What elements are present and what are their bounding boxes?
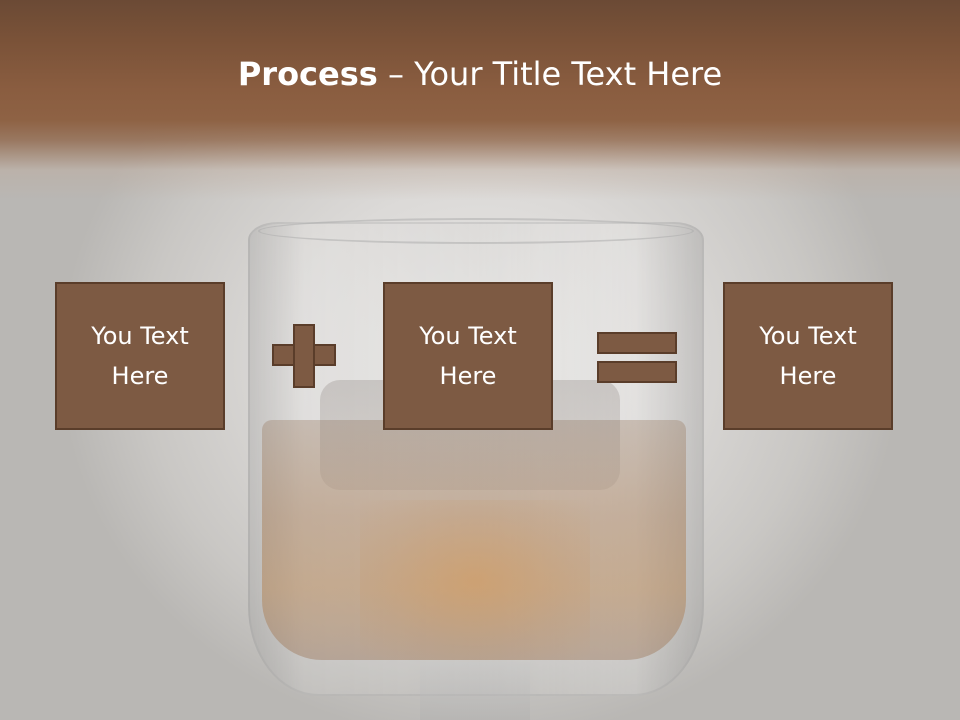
title-rest: – Your Title Text Here	[377, 55, 723, 93]
equals-icon-bottom-bar	[597, 361, 677, 383]
text-box-1[interactable]: You Text Here	[55, 282, 225, 430]
title-bold: Process	[237, 55, 378, 93]
text-box-1-label: You Text Here	[91, 322, 189, 390]
glass-rim	[258, 218, 694, 244]
text-box-2[interactable]: You Text Here	[383, 282, 553, 430]
whiskey-liquid	[262, 420, 686, 660]
equals-icon-top-bar	[597, 332, 677, 354]
text-box-2-label: You Text Here	[419, 322, 517, 390]
glass-base	[420, 662, 530, 720]
plus-icon	[272, 324, 336, 388]
liquid-glow	[360, 500, 590, 660]
plus-center	[295, 346, 313, 364]
text-box-3-label: You Text Here	[759, 322, 857, 390]
header-band	[0, 0, 960, 200]
slide-title[interactable]: Process – Your Title Text Here	[0, 52, 960, 96]
text-box-3[interactable]: You Text Here	[723, 282, 893, 430]
